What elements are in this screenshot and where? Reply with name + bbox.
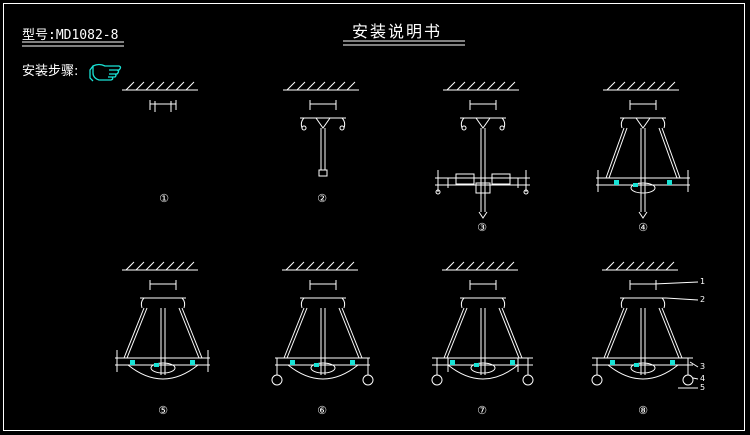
step7-accent — [450, 360, 515, 367]
step4-drawing — [596, 81, 690, 219]
callout-1: 1 — [700, 277, 706, 286]
step-number-4: ④ — [638, 221, 648, 234]
drawing-frame — [3, 3, 745, 431]
step-number-6: ⑥ — [317, 404, 327, 417]
step8-accent — [610, 360, 675, 367]
model-number: 型号:MD1082-8 — [22, 28, 119, 43]
step-number-5: ⑤ — [158, 404, 168, 417]
step-number-8: ⑧ — [638, 404, 648, 417]
step6-accent — [290, 360, 355, 367]
step5-drawing — [115, 261, 210, 380]
step-number-3: ③ — [477, 221, 487, 234]
callout-3: 3 — [700, 362, 706, 371]
step-number-1: ① — [159, 192, 169, 205]
step3-drawing — [435, 81, 530, 219]
step5-accent — [130, 360, 195, 367]
step-number-7: ⑦ — [477, 404, 487, 417]
steps-label: 安装步骤: — [22, 64, 79, 79]
pointing-hand-icon — [89, 63, 122, 82]
step6-drawing — [271, 261, 374, 386]
step2-drawing — [283, 81, 359, 177]
step4-accent — [614, 180, 672, 187]
step1-drawing — [122, 81, 198, 112]
callout-5: 5 — [700, 383, 706, 392]
step8-drawing — [591, 261, 699, 389]
page-title: 安装说明书 — [352, 22, 443, 41]
callout-2: 2 — [700, 295, 706, 304]
callout-4: 4 — [700, 374, 706, 383]
step-number-2: ② — [317, 192, 327, 205]
step7-drawing — [431, 261, 534, 386]
